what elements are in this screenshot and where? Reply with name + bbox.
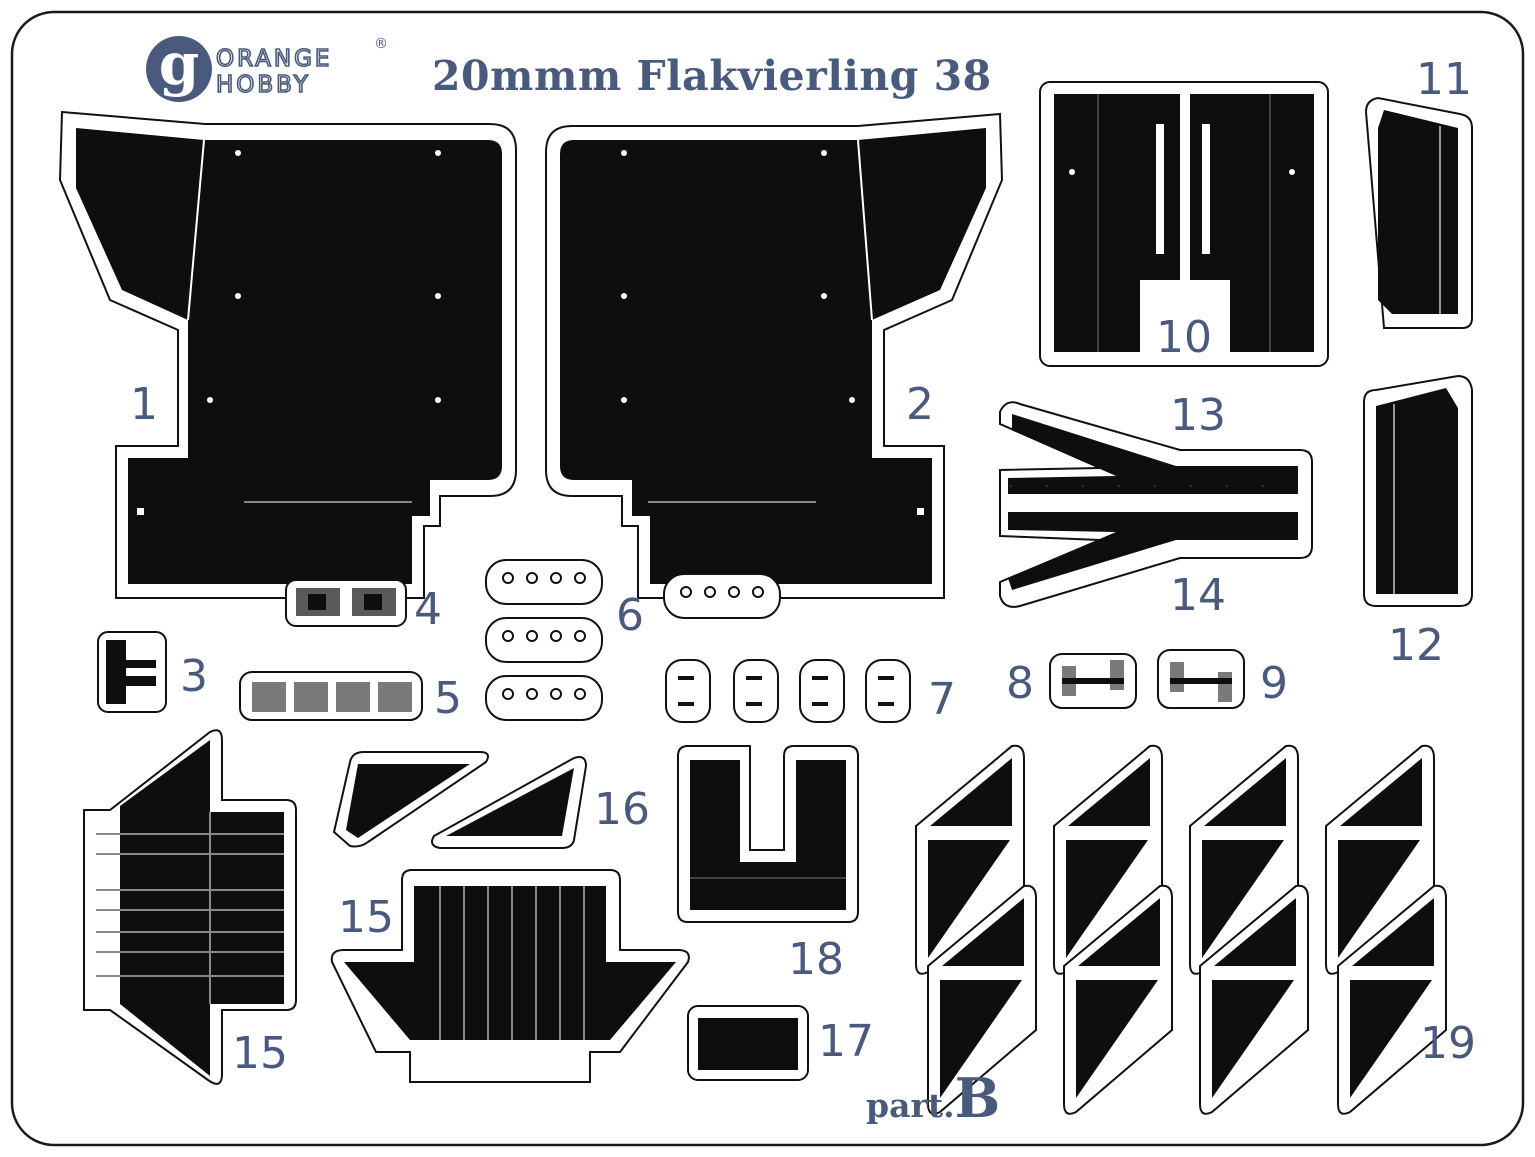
part-13-14: [999, 401, 1313, 608]
part-9: [1157, 649, 1245, 709]
part-number-9: 9: [1260, 658, 1288, 709]
part-15-left: [83, 729, 297, 1085]
part-19-lower-triangle: [1066, 840, 1148, 958]
part-number-11: 11: [1416, 54, 1472, 105]
part-number-15b: 15: [338, 892, 394, 943]
part-3: [97, 631, 167, 713]
sheet-title: 20mmm Flakvierling 38: [432, 52, 992, 100]
registered-mark: ®: [374, 36, 388, 52]
part-number-15a: 15: [232, 1028, 288, 1079]
part-number-7: 7: [928, 674, 956, 725]
part-19-upper-triangle: [930, 758, 1012, 826]
part-number-10: 10: [1156, 312, 1212, 363]
part-number-13: 13: [1170, 390, 1226, 441]
part-number-8: 8: [1006, 658, 1034, 709]
part-number-19: 19: [1420, 1018, 1476, 1069]
logo-word-hobby: HOBBY: [215, 71, 311, 99]
part-number-12: 12: [1388, 620, 1444, 671]
part-11: [1364, 96, 1473, 329]
part-19-lower-triangle: [1076, 980, 1158, 1098]
part-19-upper-triangle: [1204, 758, 1286, 826]
part-12: [1363, 374, 1473, 607]
part-5: [239, 671, 423, 721]
part-number-2: 2: [906, 379, 934, 430]
part-number-14: 14: [1170, 570, 1226, 621]
part-4: [285, 579, 407, 627]
part-6: [485, 559, 781, 721]
logo-word-orange: ORANGE: [215, 45, 333, 73]
part-19-lower-triangle: [1202, 840, 1284, 958]
part-number-3: 3: [180, 651, 208, 702]
part-19-lower-triangle: [940, 980, 1022, 1098]
part-19-lower-triangle: [1350, 980, 1432, 1098]
part-number-16: 16: [594, 784, 650, 835]
part-19-lower-triangle: [928, 840, 1010, 958]
part-number-17: 17: [818, 1016, 874, 1067]
part-label: part.B: [866, 1066, 1000, 1130]
part-16: [332, 751, 588, 849]
part-number-4: 4: [414, 584, 442, 635]
part-label-letter: B: [954, 1066, 1001, 1130]
part-19-upper-triangle: [1214, 898, 1296, 966]
part-15-bottom: [330, 869, 690, 1083]
part-number-1: 1: [130, 379, 158, 430]
logo-initial: g: [146, 35, 212, 102]
part-17: [687, 1005, 809, 1081]
part-10: [1039, 81, 1329, 367]
part-7: [665, 659, 911, 723]
part-19-lower-triangle: [1212, 980, 1294, 1098]
part-1: [58, 110, 517, 599]
part-19-upper-triangle: [1068, 758, 1150, 826]
part-2: [545, 112, 1004, 599]
part-label-prefix: part.: [866, 1086, 955, 1125]
orange-hobby-logo: g ORANGE HOBBY ®: [146, 35, 396, 106]
part-number-5: 5: [434, 673, 462, 724]
part-19-upper-triangle: [1078, 898, 1160, 966]
part-number-6: 6: [616, 590, 644, 641]
part-19-upper-triangle: [1340, 758, 1422, 826]
part-19-upper-triangle: [1352, 898, 1434, 966]
part-19-upper-triangle: [942, 898, 1024, 966]
part-19-lower-triangle: [1338, 840, 1420, 958]
part-18: [677, 745, 859, 923]
part-19: [915, 744, 1447, 1115]
part-8: [1049, 653, 1137, 709]
part-number-18: 18: [788, 934, 844, 985]
